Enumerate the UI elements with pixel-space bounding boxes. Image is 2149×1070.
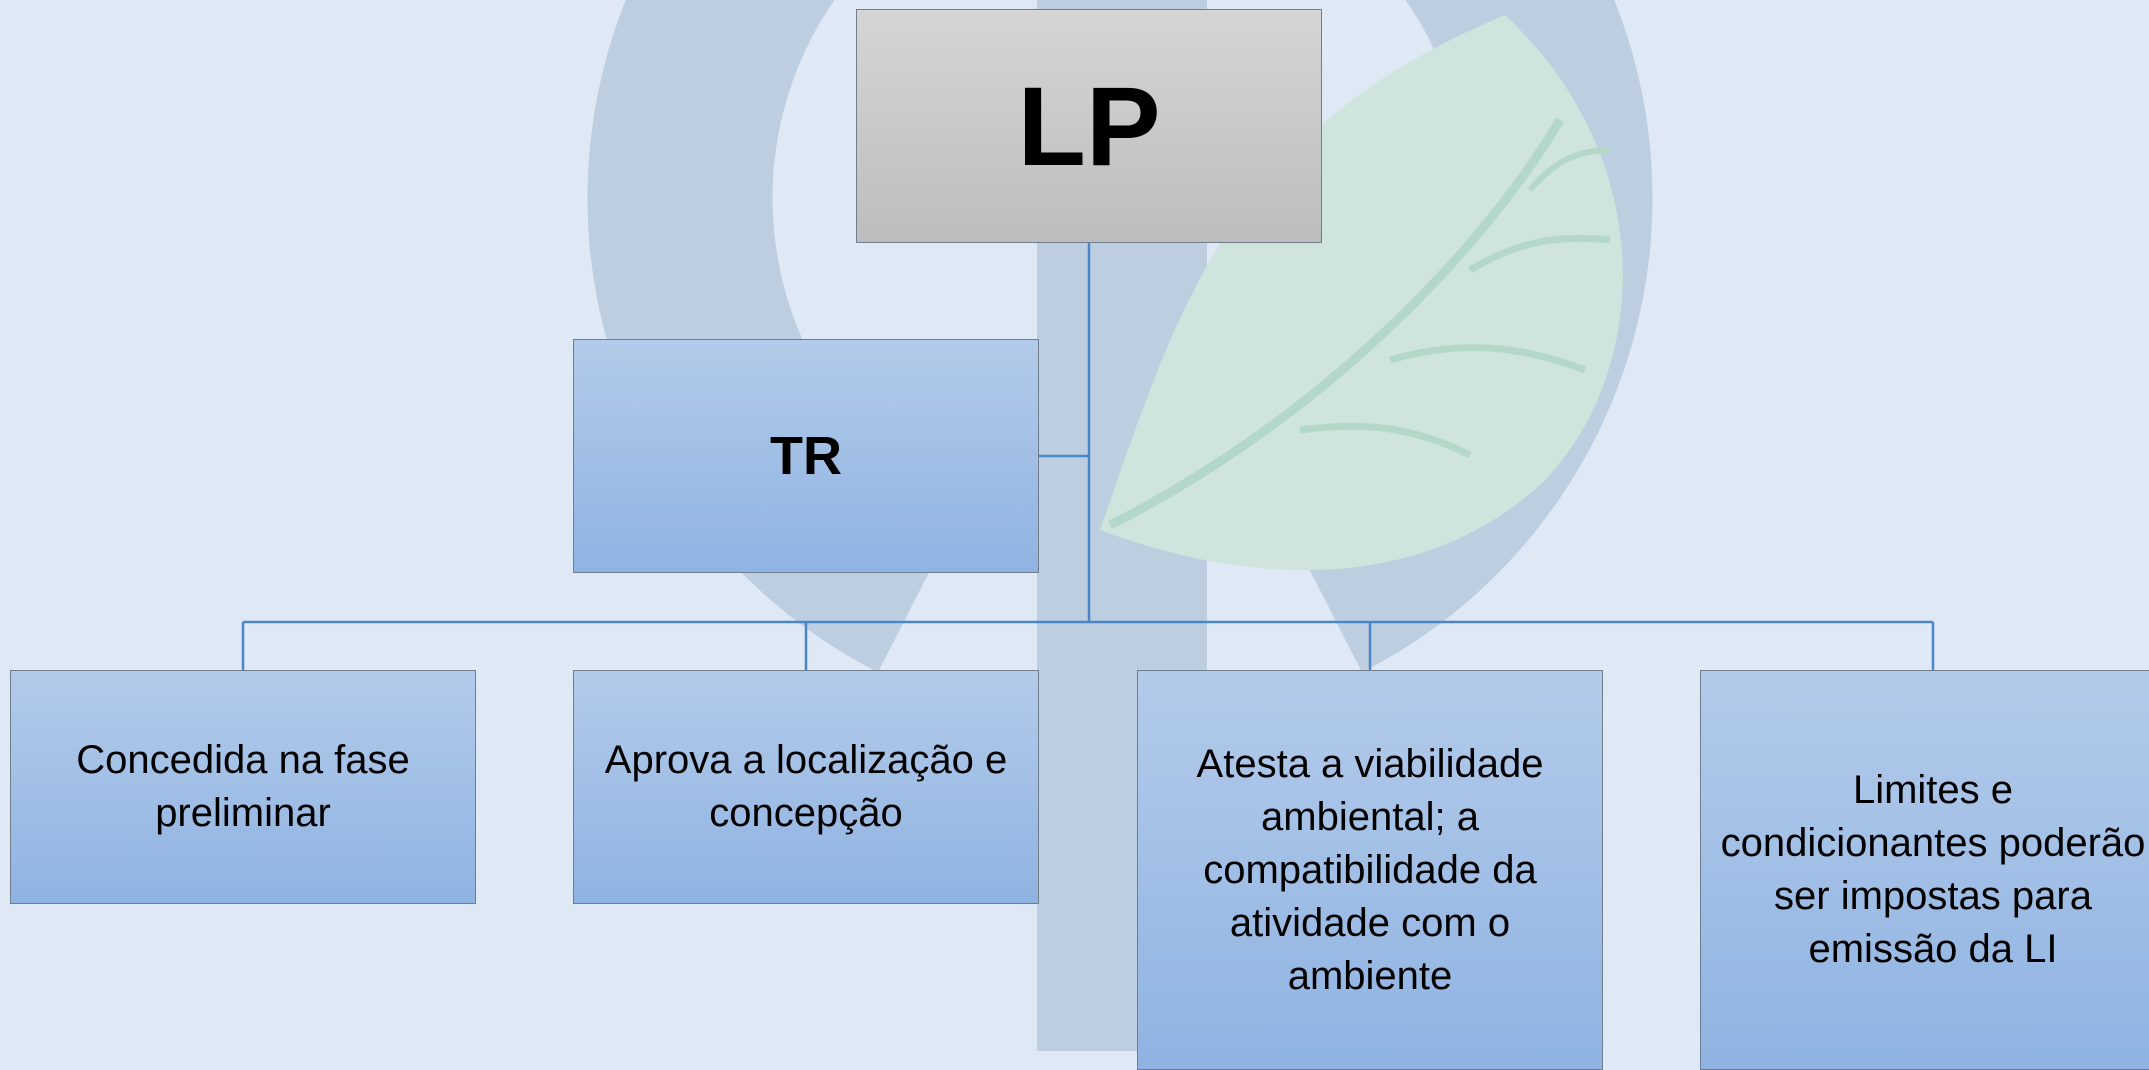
child-node-label: Atesta a viabilidade ambiental; a compat… (1196, 741, 1544, 998)
assistant-node-label: TR (770, 426, 842, 486)
child-node-label: Concedida na fase preliminar (76, 738, 410, 835)
child-node-atesta: Atesta a viabilidade ambiental; a compat… (1137, 670, 1603, 1070)
assistant-node-tr: TR (573, 339, 1039, 573)
child-node-label: Aprova a localização e concepção (604, 738, 1008, 835)
watermark-leaf-icon (1100, 15, 1623, 571)
child-node-label: Limites e condicionantes poderão ser imp… (1720, 768, 2146, 971)
child-node-aprova: Aprova a localização e concepção (573, 670, 1039, 904)
root-node-label: LP (1017, 63, 1161, 189)
child-node-limites: Limites e condicionantes poderão ser imp… (1700, 670, 2149, 1070)
root-node-lp: LP (856, 9, 1322, 243)
child-node-concedida: Concedida na fase preliminar (10, 670, 476, 904)
